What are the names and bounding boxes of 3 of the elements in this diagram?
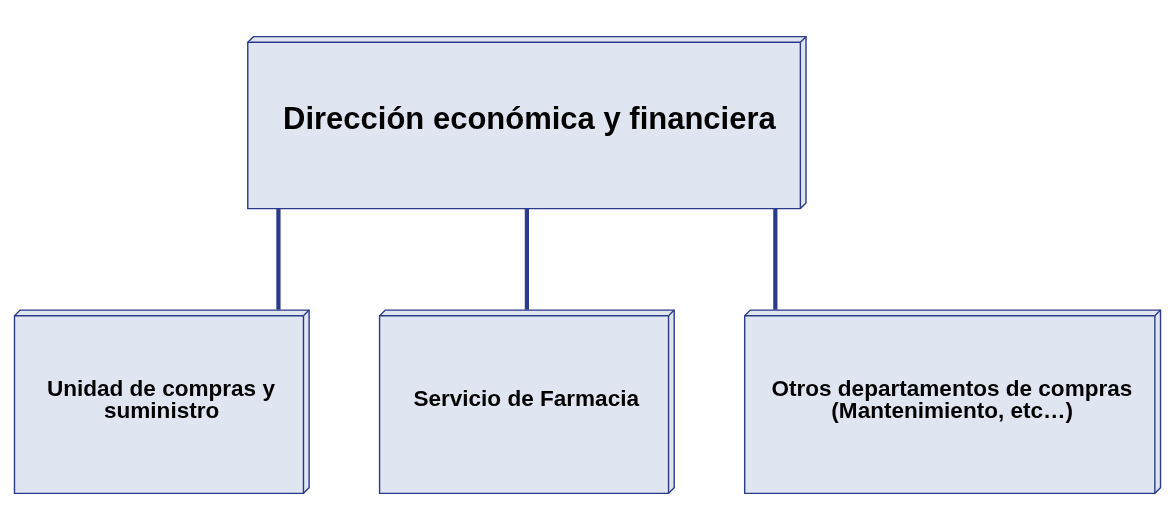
connector bbox=[276, 208, 281, 310]
connector bbox=[524, 208, 529, 310]
connector bbox=[773, 208, 778, 310]
